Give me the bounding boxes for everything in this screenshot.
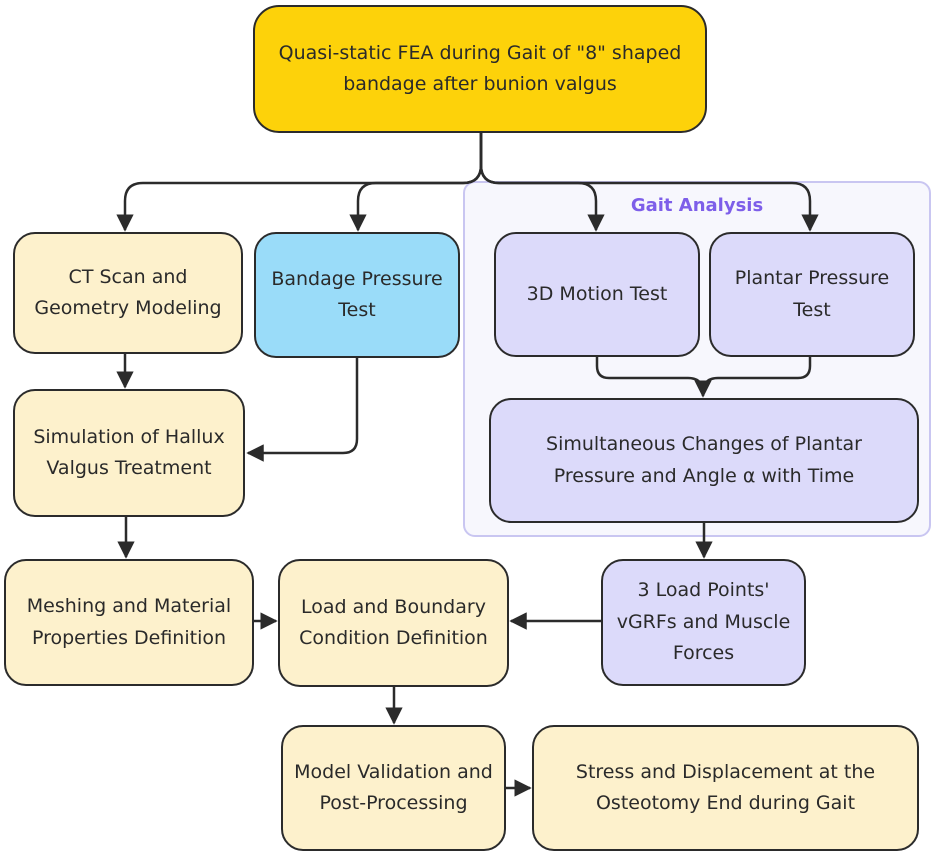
validation-node: Model Validation and Post-Processing [281,725,506,851]
ct-scan-node-label: CT Scan and Geometry Modeling [34,265,222,319]
ct-scan-node: CT Scan and Geometry Modeling [13,232,243,354]
edge-title-to-bandage [349,133,483,232]
bandage-pressure-node-label: Bandage Pressure Test [271,267,443,321]
title-node-label: Quasi-static FEA during Gait of "8" shap… [278,41,682,95]
motion-test-node-label: 3D Motion Test [526,282,668,305]
edge-title-to-ct-scan [116,133,483,232]
simultaneous-node-label: Simultaneous Changes of Plantar Pressure… [546,433,862,487]
title-node: Quasi-static FEA during Gait of "8" shap… [253,5,707,133]
edge-plantar-to-simultaneous [701,357,812,394]
validation-node-label: Model Validation and Post-Processing [294,760,493,814]
motion-test-node: 3D Motion Test [494,232,700,357]
simulation-node-label: Simulation of Hallux Valgus Treatment [33,425,225,479]
edge-motion-to-simultaneous [595,357,712,398]
stress-node-label: Stress and Displacement at the Osteotomy… [575,760,876,814]
meshing-node-label: Meshing and Material Properties Definiti… [26,595,232,649]
edge-title-to-plantar [479,133,819,232]
load-boundary-node-label: Load and Boundary Condition Definition [299,595,488,649]
stress-node: Stress and Displacement at the Osteotomy… [532,725,919,851]
gait-analysis-label: Gait Analysis [630,195,764,216]
load-points-node-label: 3 Load Points' vGRFs and Muscle Forces [616,579,791,665]
plantar-pressure-node: Plantar Pressure Test [709,232,915,357]
bandage-pressure-node: Bandage Pressure Test [254,232,460,358]
edge-bandage-to-simulation [246,358,359,462]
edge-title-to-motion [479,133,605,232]
simulation-node: Simulation of Hallux Valgus Treatment [13,389,245,517]
load-boundary-node: Load and Boundary Condition Definition [278,559,509,687]
simultaneous-node: Simultaneous Changes of Plantar Pressure… [489,398,919,523]
plantar-pressure-node-label: Plantar Pressure Test [734,267,890,321]
load-points-node: 3 Load Points' vGRFs and Muscle Forces [601,559,806,686]
meshing-node: Meshing and Material Properties Definiti… [4,559,254,686]
